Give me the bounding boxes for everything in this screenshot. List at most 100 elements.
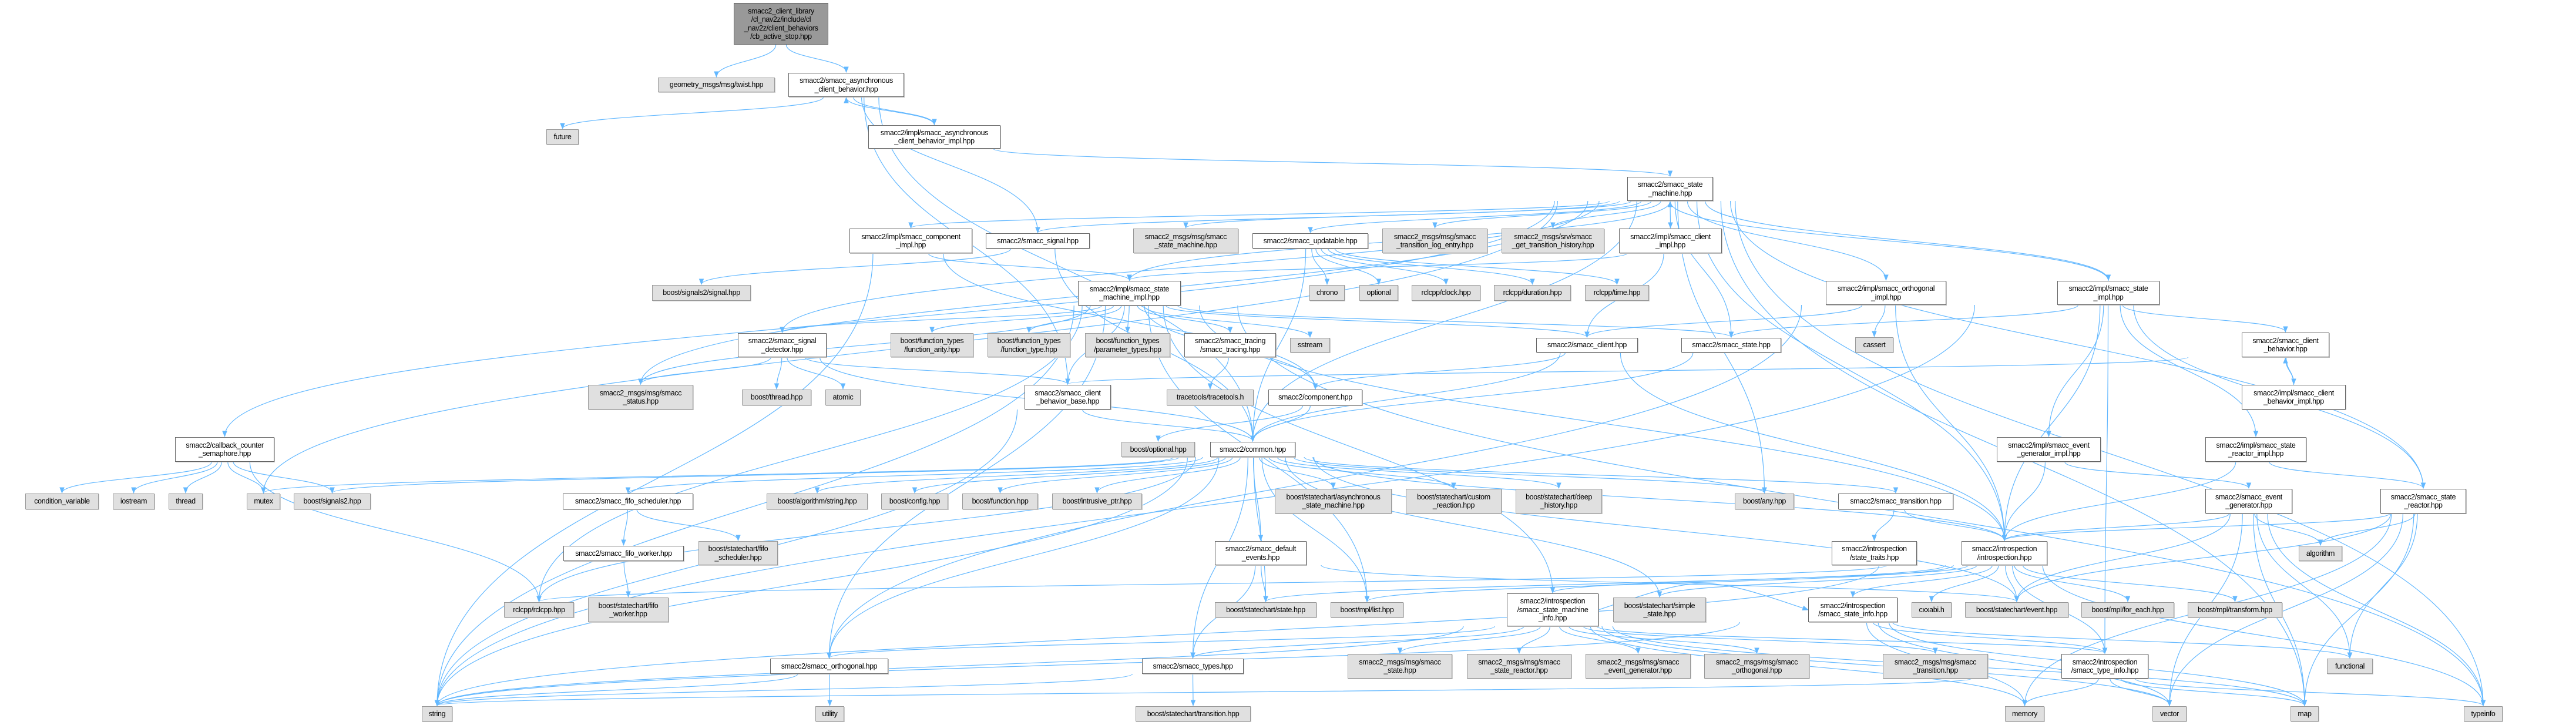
node-state-traits[interactable]: smacc2/introspection /state_traits.hpp — [1832, 541, 1917, 565]
node-tracing[interactable]: smacc2/smacc_tracing /smacc_tracing.hpp — [1184, 333, 1276, 357]
edge-introspection-to-state-info — [1850, 565, 1993, 598]
edge-state-impl-to-client-behavior — [2122, 304, 2288, 333]
node-root: smacc2_client_library /cl_nav2z/include/… — [734, 3, 828, 45]
edge-type-info-to-memory — [2022, 678, 2099, 707]
edge-introspection-to-sc-state — [1263, 565, 1946, 603]
node-state-impl[interactable]: smacc2/impl/smacc_state _impl.hpp — [2057, 281, 2159, 305]
edge-client-behavior-to-cb-base — [1066, 357, 2189, 385]
node-boost-thread: boost/thread.hpp — [742, 390, 811, 405]
node-component[interactable]: smacc2/component.hpp — [1268, 390, 1362, 405]
edge-state-machine-to-log-entry — [1432, 200, 1652, 229]
node-cb-base[interactable]: smacc2/smacc_client _behavior_base.hpp — [1025, 385, 1111, 410]
edge-tracing-to-tracetools — [1207, 357, 1229, 390]
edge-state-machine-to-state-impl — [1705, 200, 2111, 281]
edge-common-to-algo-string — [814, 457, 1218, 494]
node-async-cb-impl[interactable]: smacc2/impl/smacc_asynchronous _client_b… — [868, 125, 1000, 149]
edge-state-reactor-impl-to-introspection — [2001, 461, 2236, 542]
node-thread: thread — [169, 494, 203, 509]
edge-state-machine-to-updatable — [1308, 200, 1642, 234]
node-state-machine[interactable]: smacc2/smacc_state _machine.hpp — [1627, 177, 1713, 201]
node-signal[interactable]: smacc2/smacc_signal.hpp — [986, 233, 1090, 249]
edge-sm-impl-to-fn-type — [1026, 305, 1122, 334]
node-string: string — [422, 706, 452, 721]
node-custom-reaction: boost/statechart/custom _reaction.hpp — [1406, 489, 1502, 513]
node-event-gen[interactable]: smacc2/smacc_event _generator.hpp — [2205, 489, 2292, 513]
node-utility: utility — [815, 706, 844, 721]
edge-sm-info-to-msg-transition — [1583, 626, 1938, 654]
node-fifo-worker[interactable]: smacc2/smacc_fifo_worker.hpp — [563, 546, 684, 561]
node-type-info[interactable]: smacc2/introspection /smacc_type_info.hp… — [2061, 654, 2148, 679]
node-transition[interactable]: smacc2/smacc_transition.hpp — [1838, 494, 1953, 509]
node-sstream: sstream — [1290, 338, 1330, 353]
edge-state-machine-to-component-impl — [908, 200, 1610, 229]
node-fifo-scheduler[interactable]: smacc2/smacc_fifo_scheduler.hpp — [563, 494, 693, 509]
node-signals2: boost/signals2.hpp — [294, 494, 371, 509]
node-boost-optional: boost/optional.hpp — [1121, 442, 1195, 457]
edge-signal-detector-to-atomic — [787, 357, 846, 390]
edge-fifo-scheduler-to-fifo-worker — [621, 509, 628, 546]
node-cassert: cassert — [1855, 337, 1893, 353]
edge-fifo-scheduler-to-sc-fifo-scheduler — [636, 509, 741, 542]
node-atomic: atomic — [825, 390, 861, 405]
edge-common-to-config — [912, 457, 1227, 494]
node-get-hist: smacc2_msgs/srv/smacc _get_transition_hi… — [1502, 229, 1604, 253]
edge-async-cb-to-future — [560, 96, 824, 130]
edge-signal-to-signals2-signal — [698, 248, 1012, 286]
node-state-reactor[interactable]: smacc2/smacc_state _reactor.hpp — [2380, 489, 2466, 513]
node-updatable[interactable]: smacc2/smacc_updatable.hpp — [1252, 233, 1368, 249]
node-component-impl[interactable]: smacc2/impl/smacc_component _impl.hpp — [849, 229, 972, 253]
node-orthogonal[interactable]: smacc2/smacc_orthogonal.hpp — [770, 659, 888, 674]
edge-signal-detector-to-smacc-status — [638, 357, 771, 385]
edge-common-to-mutex — [261, 457, 1174, 494]
node-client-behavior[interactable]: smacc2/smacc_client _behavior.hpp — [2242, 333, 2329, 357]
node-state[interactable]: smacc2/smacc_state.hpp — [1681, 338, 1781, 353]
edge-state-impl-to-state-machine — [1667, 200, 2109, 281]
edge-async-cb-impl-to-state-machine — [993, 148, 1672, 177]
node-semaphore[interactable]: smacc2/callback_counter _semaphore.hpp — [175, 437, 274, 462]
node-default-events[interactable]: smacc2/smacc_default _events.hpp — [1215, 541, 1307, 565]
node-orth-impl[interactable]: smacc2/impl/smacc_orthogonal _impl.hpp — [1826, 281, 1946, 305]
node-async-cb[interactable]: smacc2/smacc_asynchronous _client_behavi… — [788, 73, 904, 97]
edge-orthogonal-to-utility — [827, 673, 832, 707]
edge-sm-impl-to-state — [1177, 305, 1734, 338]
node-twist: geometry_msgs/msg/twist.hpp — [658, 78, 775, 92]
edge-async-cb-to-async-cb-impl — [852, 96, 937, 126]
edge-cb-base-to-common — [1082, 409, 1255, 442]
edge-state-info-to-vector — [1878, 622, 2172, 707]
node-event-gen-impl[interactable]: smacc2/impl/smacc_event _generator_impl.… — [1997, 437, 2101, 462]
node-sc-state: boost/statechart/state.hpp — [1215, 602, 1316, 617]
node-msg-state-reactor: smacc2_msgs/msg/smacc _state_reactor.hpp — [1467, 654, 1571, 679]
node-msg-orthogonal: smacc2_msgs/msg/smacc _orthogonal.hpp — [1704, 654, 1809, 679]
node-cb-impl[interactable]: smacc2/impl/smacc_client _behavior_impl.… — [2242, 385, 2346, 410]
node-algorithm: algorithm — [2299, 546, 2342, 561]
node-state-reactor-impl[interactable]: smacc2/impl/smacc_state _reactor_impl.hp… — [2205, 437, 2306, 462]
node-duration: rclcpp/duration.hpp — [1494, 285, 1571, 301]
edge-state-impl-to-event-gen-impl — [2046, 304, 2104, 438]
node-intrusive: boost/intrusive_ptr.hpp — [1052, 494, 1142, 509]
edge-state-machine-to-introspection — [1696, 200, 2007, 542]
node-optional: optional — [1359, 285, 1398, 301]
node-signal-detector[interactable]: smacc2/smacc_signal _detector.hpp — [738, 333, 827, 357]
node-client-impl[interactable]: smacc2/impl/smacc_client _impl.hpp — [1619, 229, 1722, 253]
edge-event-gen-impl-to-event-gen — [2064, 461, 2252, 489]
edge-state-reactor-to-algorithm — [2318, 513, 2416, 546]
node-sm-impl[interactable]: smacc2/impl/smacc_state _machine_impl.hp… — [1078, 281, 1181, 306]
edge-cb-impl-to-client-behavior — [2283, 357, 2295, 385]
edge-state-impl-to-state — [1728, 304, 2079, 338]
edge-common-to-custom-reaction — [1268, 457, 1456, 489]
edge-introspection-to-cxxabi — [1929, 565, 1999, 603]
node-client[interactable]: smacc2/smacc_client.hpp — [1536, 338, 1638, 353]
node-condition-variable: condition_variable — [25, 494, 99, 509]
node-sm-info[interactable]: smacc2/introspection /smacc_state_machin… — [1507, 593, 1598, 626]
edge-state-info-to-string — [434, 622, 1740, 707]
node-state-info[interactable]: smacc2/introspection /smacc_state_info.h… — [1808, 598, 1897, 622]
edge-sm-info-to-msg-state-reactor — [1516, 626, 1551, 654]
node-mpl-list: boost/mpl/list.hpp — [1331, 602, 1403, 617]
edge-state-impl-to-string — [434, 304, 1975, 707]
node-types[interactable]: smacc2/smacc_types.hpp — [1142, 659, 1244, 674]
edge-sm-info-to-type-info — [1596, 626, 2107, 654]
edge-common-to-function — [998, 457, 1233, 494]
node-introspection[interactable]: smacc2/introspection /introspection.hpp — [1962, 541, 2047, 565]
edge-common-to-any — [1293, 457, 1767, 494]
node-common[interactable]: smacc2/common.hpp — [1210, 442, 1295, 457]
